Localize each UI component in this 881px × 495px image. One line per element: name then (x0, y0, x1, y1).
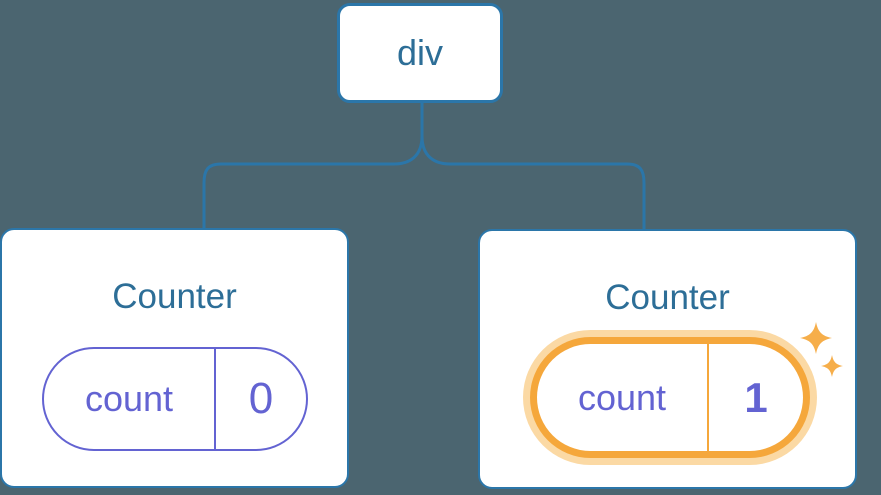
counter-title: Counter (605, 278, 730, 317)
state-value: 0 (248, 374, 274, 423)
state-pill: count 1 (537, 344, 803, 451)
state-key-label: count (44, 349, 216, 449)
counter-card-right: Counter count 1 (478, 229, 857, 489)
root-node: div (337, 3, 503, 103)
root-node-label: div (396, 32, 444, 73)
sparkle-small-icon (821, 355, 843, 377)
state-pill-highlight-halo: count 1 (523, 330, 817, 465)
state-pill-highlight-ring: count 1 (530, 337, 810, 458)
counter-card-left: Counter count 0 (0, 228, 349, 488)
connector-right-branch (420, 135, 646, 229)
counter-title: Counter (112, 277, 237, 316)
state-value: 1 (744, 373, 768, 421)
state-key-label: count (537, 344, 709, 451)
connector-left-branch (202, 135, 424, 229)
state-pill: count 0 (42, 347, 308, 451)
sparkle-large-icon (800, 322, 832, 354)
